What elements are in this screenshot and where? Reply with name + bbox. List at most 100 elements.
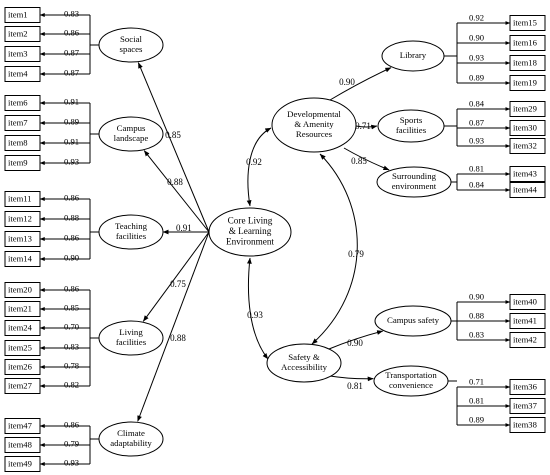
item-box bbox=[4, 418, 41, 434]
loading-label: 0.86 bbox=[64, 419, 80, 429]
social-path-coef: 0.85 bbox=[165, 130, 181, 140]
item-box bbox=[509, 182, 546, 198]
surround-factor-label-line: Surrounding bbox=[392, 171, 437, 181]
campussafety-path-coef: 0.90 bbox=[347, 338, 363, 348]
loading-label: 0.86 bbox=[64, 232, 80, 242]
item-label: item30 bbox=[513, 122, 537, 132]
dev-hub-label-line: Resources bbox=[296, 129, 333, 139]
item-label: item19 bbox=[513, 77, 537, 87]
item-label: item16 bbox=[513, 37, 538, 47]
core-safety-correlation-arrow bbox=[247, 257, 269, 360]
item-label: item9 bbox=[8, 157, 28, 167]
loading-label: 0.87 bbox=[64, 47, 80, 57]
hub-correlation-coef: 0.79 bbox=[348, 249, 364, 259]
item-label: item1 bbox=[8, 9, 28, 19]
teaching-factor-label-line: facilities bbox=[116, 231, 147, 241]
item-box bbox=[4, 231, 41, 247]
climate-factor-label-line: Climate bbox=[117, 428, 145, 438]
item-label: item47 bbox=[8, 420, 33, 430]
loading-label: 0.79 bbox=[64, 438, 79, 448]
loading-label: 0.86 bbox=[64, 283, 80, 293]
loading-label: 0.88 bbox=[469, 310, 484, 320]
campussafety-factor-ellipse bbox=[374, 305, 452, 337]
loading-label: 0.88 bbox=[64, 212, 79, 222]
item-label: item12 bbox=[8, 213, 32, 223]
loading-label: 0.93 bbox=[469, 135, 484, 145]
social-factor-label-line: Social bbox=[120, 34, 143, 44]
item-box bbox=[4, 456, 41, 472]
teaching-path-coef: 0.91 bbox=[176, 223, 192, 233]
item-label: item21 bbox=[8, 303, 32, 313]
teaching-factor-ellipse bbox=[98, 214, 164, 250]
item-label: item20 bbox=[8, 284, 32, 294]
item-label: item48 bbox=[8, 439, 32, 449]
item-label: item8 bbox=[8, 137, 28, 147]
item-box bbox=[4, 155, 41, 171]
campus-factor-ellipse bbox=[98, 116, 164, 152]
campus-factor-label-line: landscape bbox=[114, 133, 149, 143]
loading-label: 0.93 bbox=[469, 52, 484, 62]
core-safety-coef: 0.93 bbox=[247, 310, 263, 320]
item-label: item7 bbox=[8, 117, 28, 127]
climate-path-coef: 0.88 bbox=[170, 333, 186, 343]
item-box bbox=[509, 120, 546, 136]
climate-factor-ellipse bbox=[98, 421, 164, 457]
item-box bbox=[4, 115, 41, 131]
item-box bbox=[4, 301, 41, 317]
loading-label: 0.86 bbox=[64, 27, 80, 37]
hub-correlation-arrow bbox=[311, 153, 358, 345]
item-box bbox=[4, 66, 41, 82]
item-label: item40 bbox=[513, 296, 537, 306]
item-label: item29 bbox=[513, 103, 537, 113]
item-label: item36 bbox=[513, 381, 538, 391]
core-factor-label-line: Environment bbox=[226, 237, 274, 247]
loading-label: 0.93 bbox=[64, 156, 79, 166]
item-box bbox=[509, 101, 546, 117]
item-box bbox=[509, 35, 546, 51]
loading-label: 0.71 bbox=[469, 376, 484, 386]
item-label: item42 bbox=[513, 334, 537, 344]
loading-label: 0.81 bbox=[469, 395, 484, 405]
item-box bbox=[509, 417, 546, 433]
item-box bbox=[509, 379, 546, 395]
item-label: item13 bbox=[8, 233, 32, 243]
item-box bbox=[509, 138, 546, 154]
living-factor-ellipse bbox=[98, 320, 164, 356]
campus-path-coef: 0.88 bbox=[167, 177, 183, 187]
core-dev-coef: 0.92 bbox=[246, 157, 262, 167]
item-box bbox=[4, 359, 41, 375]
surround-factor-ellipse bbox=[376, 166, 452, 198]
dev-hub-ellipse bbox=[271, 97, 357, 153]
sports-factor-label-line: facilities bbox=[396, 125, 427, 135]
loading-label: 0.91 bbox=[64, 96, 79, 106]
campus-path-arrow bbox=[143, 150, 210, 233]
core-factor-label-line: & Learning bbox=[229, 226, 272, 236]
teaching-factor-label-line: Teaching bbox=[115, 221, 148, 231]
library-factor-label-line: Library bbox=[400, 50, 427, 60]
loading-label: 0.86 bbox=[64, 192, 80, 202]
library-path-coef: 0.90 bbox=[339, 77, 355, 87]
loading-label: 0.92 bbox=[469, 12, 484, 22]
item-box bbox=[4, 211, 41, 227]
climate-path-arrow bbox=[137, 231, 210, 422]
core-factor-label-line: Core Living bbox=[228, 216, 273, 226]
library-path-arrow bbox=[329, 67, 392, 101]
item-label: item24 bbox=[8, 322, 33, 332]
sports-factor-label-line: Sports bbox=[400, 115, 423, 125]
item-label: item14 bbox=[8, 253, 33, 263]
campussafety-factor-label-line: Campus safety bbox=[387, 315, 440, 325]
loading-label: 0.89 bbox=[469, 72, 484, 82]
sports-path-coef: 0.71 bbox=[355, 121, 371, 131]
item-box bbox=[4, 95, 41, 111]
loading-label: 0.84 bbox=[469, 179, 485, 189]
surround-path-coef: 0.85 bbox=[351, 156, 367, 166]
loading-label: 0.78 bbox=[64, 360, 79, 370]
item-label: item43 bbox=[513, 168, 537, 178]
loading-label: 0.93 bbox=[64, 457, 79, 467]
item-box bbox=[509, 15, 546, 31]
item-label: item3 bbox=[8, 48, 28, 58]
safety-hub-label-line: Accessibility bbox=[281, 362, 328, 372]
item-label: item41 bbox=[513, 315, 537, 325]
loading-label: 0.83 bbox=[64, 341, 79, 351]
